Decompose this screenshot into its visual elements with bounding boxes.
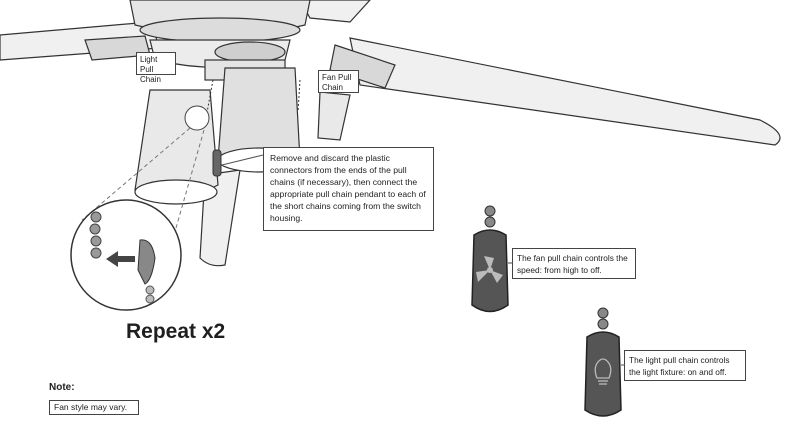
note-text: Fan style may vary. bbox=[49, 400, 139, 415]
blade-right bbox=[349, 37, 781, 146]
instruction-text: Remove and discard the plastic connector… bbox=[263, 147, 434, 231]
chain-pendant-small bbox=[212, 149, 222, 177]
repeat-label: Repeat x2 bbox=[126, 320, 226, 343]
arrow-left-icon bbox=[106, 251, 135, 267]
light-pull-pendant bbox=[584, 307, 622, 417]
shade-right bbox=[317, 91, 351, 141]
fan-pendant-note: The fan pull chain controls the speed: f… bbox=[512, 248, 636, 279]
light-bulb-icon bbox=[594, 358, 612, 385]
connector-icon bbox=[137, 239, 156, 285]
note-heading: Note: bbox=[49, 382, 75, 393]
light-pull-chain-label: Light Pull Chain bbox=[136, 52, 176, 84]
fan-pull-pendant bbox=[471, 205, 509, 313]
fan-icon bbox=[476, 256, 503, 283]
blade-holder-right bbox=[329, 44, 396, 89]
fan-blades bbox=[0, 0, 781, 267]
blade-top bbox=[299, 0, 371, 23]
light-pendant-note: The light pull chain controls the light … bbox=[624, 350, 746, 381]
detail-callout bbox=[70, 105, 210, 311]
fan-pull-chain-label: Fan Pull Chain bbox=[318, 70, 359, 93]
